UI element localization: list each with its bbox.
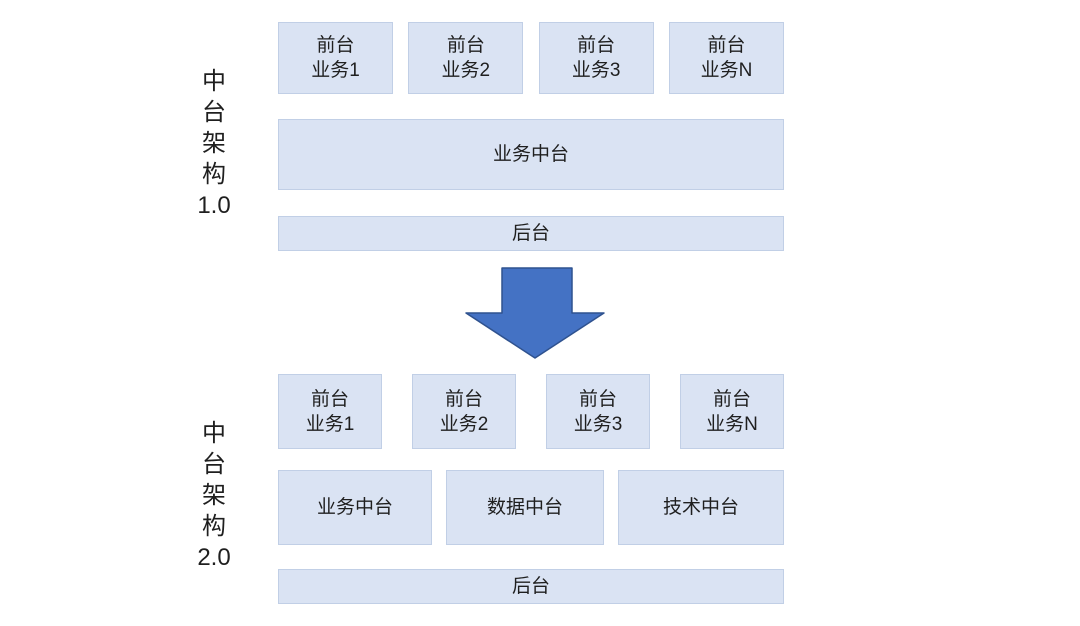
front-business-2-box: 前台 业务2 bbox=[408, 22, 524, 94]
front-business-row-v2: 前台 业务1 前台 业务2 前台 业务3 前台 业务N bbox=[278, 374, 784, 449]
side-label-architecture-1-0: 中 台 架 构 1.0 bbox=[197, 68, 231, 219]
data-middle-platform-box: 数据中台 bbox=[446, 470, 604, 545]
tech-middle-platform-box: 技术中台 bbox=[618, 470, 784, 545]
business-middle-platform-box-v2: 业务中台 bbox=[278, 470, 432, 545]
backend-box-v1: 后台 bbox=[278, 216, 784, 251]
front-business-row-v1: 前台 业务1 前台 业务2 前台 业务3 前台 业务N bbox=[278, 22, 784, 94]
backend-box-v2: 后台 bbox=[278, 569, 784, 604]
front-business-n-box: 前台 业务N bbox=[680, 374, 784, 449]
business-middle-platform-box-v1: 业务中台 bbox=[278, 119, 784, 190]
front-business-n-box: 前台 业务N bbox=[668, 22, 784, 94]
front-business-2-box: 前台 业务2 bbox=[412, 374, 516, 449]
front-business-1-box: 前台 业务1 bbox=[278, 22, 393, 94]
middle-platform-row-v2: 业务中台 数据中台 技术中台 bbox=[278, 470, 784, 545]
side-label-architecture-2-0: 中 台 架 构 2.0 bbox=[197, 420, 231, 571]
down-arrow-icon bbox=[465, 267, 605, 359]
front-business-1-box: 前台 业务1 bbox=[278, 374, 382, 449]
front-business-3-box: 前台 业务3 bbox=[538, 22, 654, 94]
front-business-3-box: 前台 业务3 bbox=[546, 374, 650, 449]
